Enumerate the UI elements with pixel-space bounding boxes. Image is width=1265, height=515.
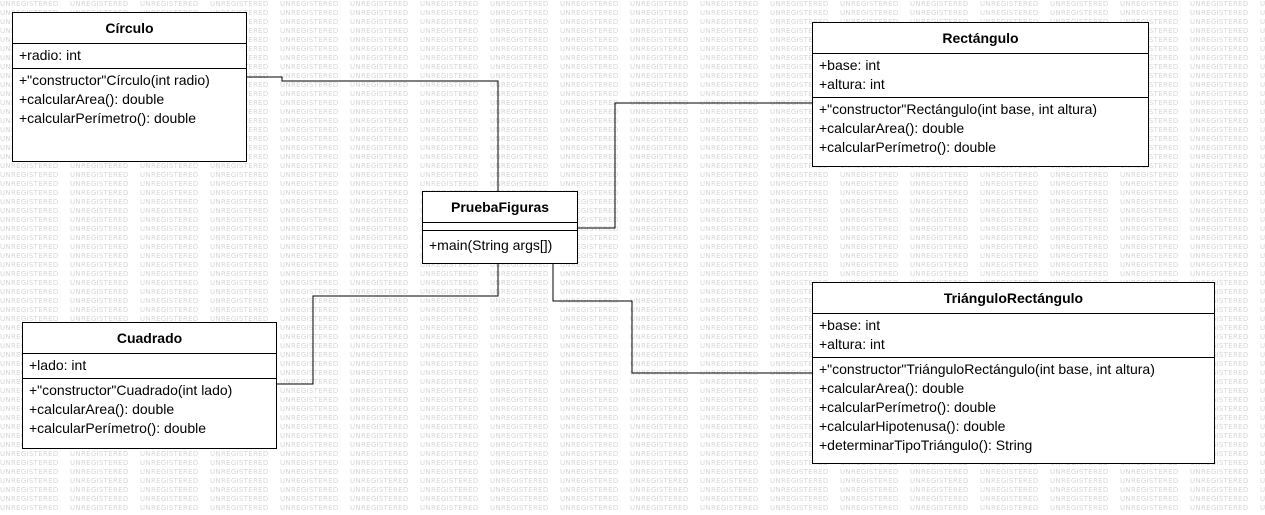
operation: +main(String args[]) xyxy=(429,237,553,253)
attributes-compartment: +base: int +altura: int xyxy=(813,54,1148,98)
operation: +"constructor"Cuadrado(int lado) xyxy=(29,382,233,398)
attribute: +radio: int xyxy=(19,47,81,63)
operation: +calcularArea(): double xyxy=(819,120,965,136)
operation: +calcularPerímetro(): double xyxy=(819,139,997,155)
attributes-compartment xyxy=(423,223,577,231)
attribute: +base: int xyxy=(819,57,881,73)
operation: +"constructor"Círculo(int radio) xyxy=(19,72,210,88)
operation: +calcularArea(): double xyxy=(19,91,165,107)
operation: +calcularPerímetro(): double xyxy=(29,420,207,436)
class-name: PruebaFiguras xyxy=(423,192,577,223)
class-prueba-figuras[interactable]: PruebaFiguras +main(String args[]) xyxy=(422,191,578,264)
class-rectangulo[interactable]: Rectángulo +base: int +altura: int +"con… xyxy=(812,22,1149,167)
association-cuadrado-prueba xyxy=(276,264,499,385)
operation: +calcularArea(): double xyxy=(29,401,175,417)
operation: +"constructor"TriánguloRectángulo(int ba… xyxy=(819,361,1155,377)
attributes-compartment: +radio: int xyxy=(13,44,246,69)
attributes-compartment: +lado: int xyxy=(23,354,276,379)
operations-compartment: +"constructor"TriánguloRectángulo(int ba… xyxy=(813,358,1214,463)
association-triangulo-prueba xyxy=(552,264,812,374)
attribute: +lado: int xyxy=(29,357,87,373)
operations-compartment: +"constructor"Círculo(int radio) +calcul… xyxy=(13,69,246,161)
attribute: +altura: int xyxy=(819,76,885,92)
class-name: TriánguloRectángulo xyxy=(813,283,1214,314)
operation: +calcularArea(): double xyxy=(819,380,965,396)
attribute: +altura: int xyxy=(819,336,885,352)
association-rectangulo-prueba xyxy=(578,102,812,229)
class-name: Rectángulo xyxy=(813,23,1148,54)
class-cuadrado[interactable]: Cuadrado +lado: int +"constructor"Cuadra… xyxy=(22,322,277,449)
attributes-compartment: +base: int +altura: int xyxy=(813,314,1214,358)
operation: +determinarTipoTriángulo(): String xyxy=(819,437,1033,453)
operation: +calcularPerímetro(): double xyxy=(819,399,997,415)
class-circulo[interactable]: Círculo +radio: int +"constructor"Círcul… xyxy=(12,12,247,162)
attribute: +base: int xyxy=(819,317,881,333)
operation: +calcularHipotenusa(): double xyxy=(819,418,1006,434)
class-triangulo-rectangulo[interactable]: TriánguloRectángulo +base: int +altura: … xyxy=(812,282,1215,464)
association-circulo-prueba xyxy=(247,76,499,191)
class-name: Círculo xyxy=(13,13,246,44)
operations-compartment: +"constructor"Cuadrado(int lado) +calcul… xyxy=(23,379,276,448)
operation: +"constructor"Rectángulo(int base, int a… xyxy=(819,101,1098,117)
operations-compartment: +main(String args[]) xyxy=(423,231,577,263)
class-name: Cuadrado xyxy=(23,323,276,354)
operation: +calcularPerímetro(): double xyxy=(19,110,197,126)
operations-compartment: +"constructor"Rectángulo(int base, int a… xyxy=(813,98,1148,166)
